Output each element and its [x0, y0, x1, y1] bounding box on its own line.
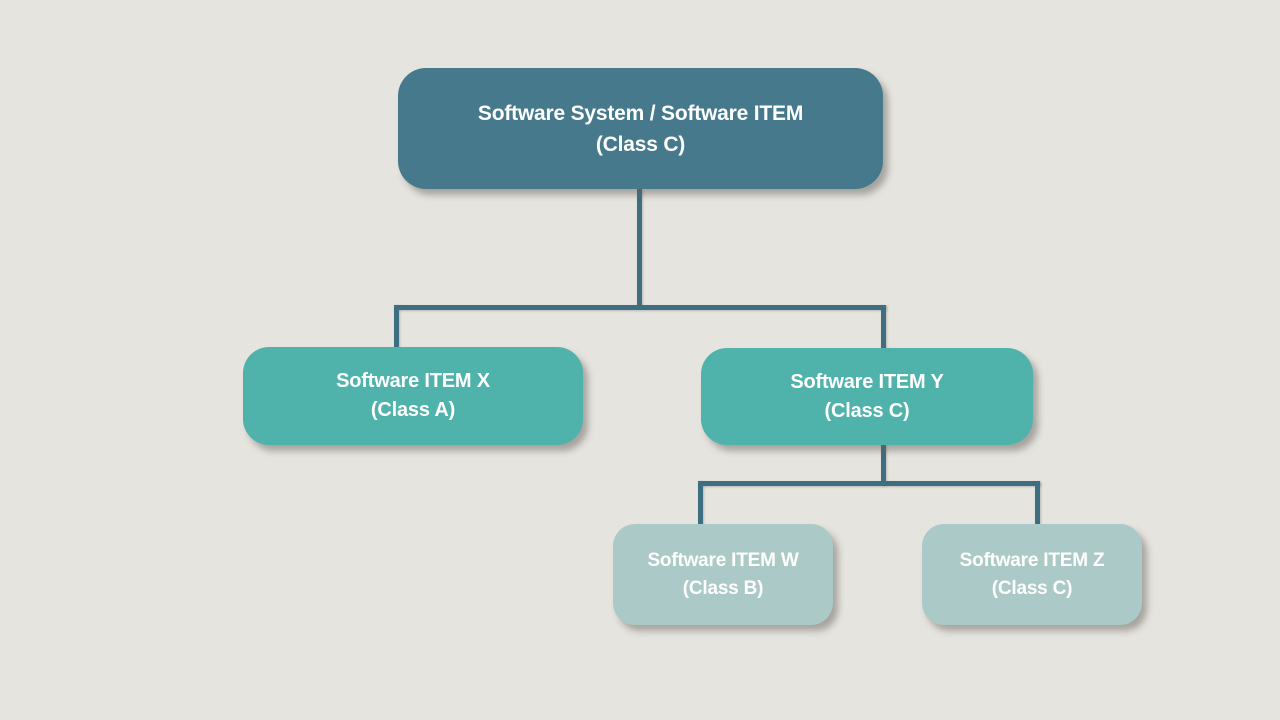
- node-software-item-y: Software ITEM Y (Class C): [701, 348, 1033, 445]
- node-software-item-z: Software ITEM Z (Class C): [922, 524, 1142, 625]
- node-software-item-y-subtitle: (Class C): [824, 399, 910, 422]
- node-software-item-w-subtitle: (Class B): [682, 577, 764, 599]
- node-software-system-title: Software System / Software ITEM: [477, 101, 804, 125]
- node-software-item-x-title: Software ITEM X: [336, 370, 490, 392]
- connector-root-horizontal: [394, 305, 886, 310]
- connector-drop-item-w: [698, 481, 703, 528]
- node-software-system-subtitle: (Class C): [595, 132, 686, 156]
- connector-item-y-stem: [881, 445, 886, 485]
- connector-drop-item-z: [1035, 481, 1040, 528]
- connector-drop-item-x: [394, 305, 399, 351]
- node-software-item-z-subtitle: (Class C): [991, 577, 1073, 599]
- connector-drop-item-y: [881, 305, 886, 352]
- node-software-item-w: Software ITEM W (Class B): [613, 524, 833, 625]
- node-software-item-z-title: Software ITEM Z: [959, 549, 1105, 571]
- connector-root-stem: [637, 189, 642, 307]
- node-software-item-y-title: Software ITEM Y: [790, 370, 944, 393]
- node-software-item-x-subtitle: (Class A): [370, 399, 456, 421]
- connector-item-y-horizontal: [698, 481, 1040, 486]
- node-software-item-x: Software ITEM X (Class A): [243, 347, 583, 445]
- node-software-system: Software System / Software ITEM (Class C…: [398, 68, 883, 189]
- node-software-item-w-title: Software ITEM W: [647, 549, 799, 571]
